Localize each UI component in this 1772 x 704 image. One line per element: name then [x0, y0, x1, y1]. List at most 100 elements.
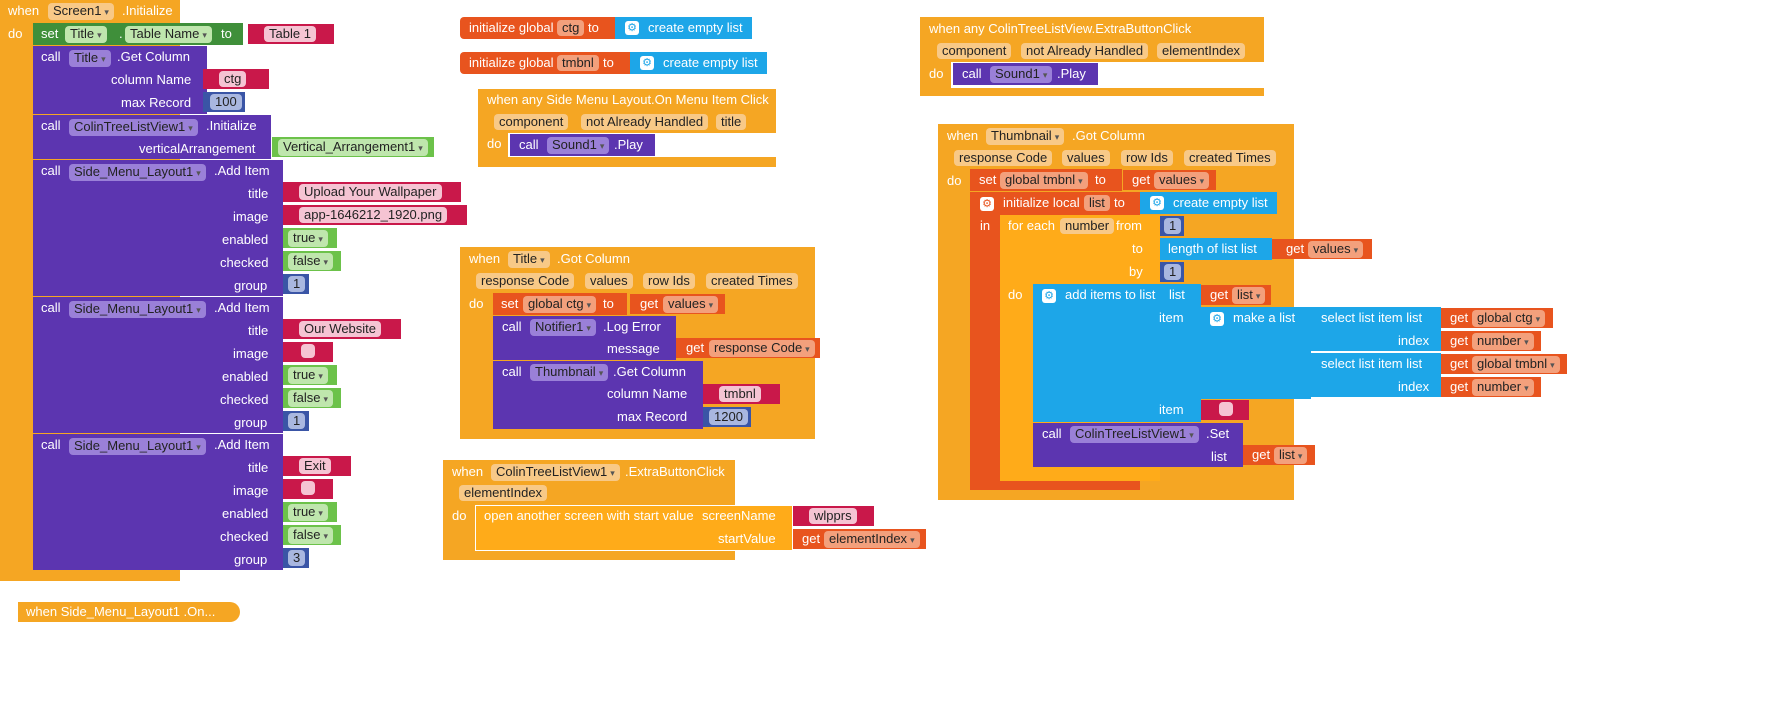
number-value[interactable]: 100	[210, 94, 242, 110]
variable-name[interactable]: tmbnl	[557, 55, 599, 71]
text-value[interactable]: ctg	[219, 71, 247, 87]
logic-dropdown[interactable]: false▾	[288, 390, 333, 407]
item3-title-text[interactable]: Exit	[283, 456, 351, 476]
param-response-code[interactable]: response Code	[954, 150, 1053, 166]
gear-icon[interactable]: ⚙	[980, 197, 994, 211]
number-value[interactable]: 3	[288, 550, 306, 566]
param-values[interactable]: values	[585, 273, 633, 289]
make-a-list[interactable]: ⚙ make a list	[1201, 307, 1311, 399]
list-dropdown[interactable]: list▾	[1274, 447, 1308, 464]
notifier-dropdown[interactable]: Notifier1▾	[530, 319, 596, 336]
init-global-tmbnl[interactable]: initialize global tmbnl to	[460, 52, 630, 74]
item1-enabled-logic[interactable]: true▾	[283, 228, 337, 248]
param-element-index[interactable]: elementIndex	[1157, 43, 1246, 59]
item3-group-number[interactable]: 3	[283, 548, 309, 568]
number-value[interactable]: 1200	[709, 409, 748, 425]
tmbnl-text[interactable]: tmbnl	[703, 384, 780, 404]
response-code-dropdown[interactable]: response Code▾	[709, 340, 815, 357]
variable-name[interactable]: ctg	[557, 20, 585, 36]
item2-title-text[interactable]: Our Website	[283, 319, 401, 339]
set-table-name-block[interactable]: set Title▾ . Table Name▾ to	[33, 23, 243, 45]
logic-dropdown[interactable]: true▾	[288, 230, 328, 247]
create-empty-list-ctg[interactable]: ⚙ create empty list	[615, 17, 752, 39]
get-list[interactable]: get list▾	[1201, 285, 1271, 305]
item2-image-text[interactable]	[283, 342, 333, 362]
param-row-ids[interactable]: row Ids	[1121, 150, 1173, 166]
text-value[interactable]: wlpprs	[809, 508, 857, 524]
list-dropdown[interactable]: list▾	[1232, 287, 1266, 304]
global-ctg-dropdown[interactable]: global ctg▾	[1472, 310, 1546, 327]
item3-checked-logic[interactable]: false▾	[283, 525, 341, 545]
param-created-times[interactable]: created Times	[1184, 150, 1276, 166]
add-item-2-call[interactable]: call Side_Menu_Layout1▾ .Add Item title …	[33, 297, 283, 433]
column-name-text[interactable]: ctg	[203, 69, 269, 89]
add-item-3-call[interactable]: call Side_Menu_Layout1▾ .Add Item title …	[33, 434, 283, 570]
param-component[interactable]: component	[937, 43, 1012, 59]
text-value[interactable]	[1219, 402, 1233, 416]
item1-checked-logic[interactable]: false▾	[283, 251, 341, 271]
number-value[interactable]: 1	[288, 413, 306, 429]
side-menu-dropdown[interactable]: Side_Menu_Layout1▾	[69, 301, 206, 318]
text-value[interactable]: Exit	[299, 458, 331, 474]
number-value[interactable]: 1	[288, 276, 306, 292]
length-of-list[interactable]: length of list list	[1160, 238, 1272, 260]
item1-image-text[interactable]: app-1646212_1920.png	[283, 205, 467, 225]
global-tmbnl-dropdown[interactable]: global tmbnl▾	[1000, 172, 1088, 189]
ctlv-initialize-call[interactable]: call ColinTreeListView1▾ .Initialize ver…	[33, 115, 271, 159]
get-number-2[interactable]: get number▾	[1441, 377, 1541, 397]
get-global-tmbnl[interactable]: get global tmbnl▾	[1441, 354, 1567, 374]
side-menu-dropdown[interactable]: Side_Menu_Layout1▾	[69, 438, 206, 455]
text-value[interactable]: Table 1	[264, 26, 316, 42]
loop-variable[interactable]: number	[1060, 218, 1115, 234]
item1-title-text[interactable]: Upload Your Wallpaper	[283, 182, 461, 202]
max-record-1200[interactable]: 1200	[703, 407, 751, 427]
thumbnail-dropdown[interactable]: Thumbnail▾	[530, 364, 609, 381]
param-not-already-handled[interactable]: not Already Handled	[581, 114, 709, 130]
empty-item-text[interactable]	[1201, 400, 1249, 420]
gear-icon[interactable]: ⚙	[1210, 312, 1224, 326]
text-value[interactable]: tmbnl	[719, 386, 761, 402]
values-dropdown[interactable]: values▾	[1154, 172, 1210, 189]
thumbnail-dropdown[interactable]: Thumbnail▾	[986, 128, 1065, 145]
ctlv-set-call[interactable]: call ColinTreeListView1▾ .Set list	[1033, 423, 1243, 467]
get-global-ctg[interactable]: get global ctg▾	[1441, 308, 1553, 328]
item2-enabled-logic[interactable]: true▾	[283, 365, 337, 385]
number-dropdown[interactable]: number▾	[1472, 379, 1534, 396]
get-number-1[interactable]: get number▾	[1441, 331, 1541, 351]
item3-image-text[interactable]	[283, 479, 333, 499]
param-title[interactable]: title	[716, 114, 747, 130]
get-list-2[interactable]: get list▾	[1243, 445, 1315, 465]
title-component-dropdown[interactable]: Title▾	[65, 26, 107, 43]
param-response-code[interactable]: response Code	[476, 273, 575, 289]
select-list-item-ctg[interactable]: select list item list index	[1311, 307, 1441, 351]
param-element-index[interactable]: elementIndex	[459, 485, 548, 501]
text-value[interactable]: app-1646212_1920.png	[299, 207, 448, 223]
logic-dropdown[interactable]: true▾	[288, 504, 328, 521]
text-value[interactable]	[301, 481, 315, 495]
gear-icon[interactable]: ⚙	[1042, 289, 1056, 303]
text-value[interactable]: Our Website	[299, 321, 382, 337]
global-ctg-dropdown[interactable]: global ctg▾	[523, 296, 597, 313]
side-menu-dropdown[interactable]: Side_Menu_Layout1▾	[69, 164, 206, 181]
param-row-ids[interactable]: row Ids	[643, 273, 695, 289]
add-item-1-call[interactable]: call Side_Menu_Layout1▾ .Add Item title …	[33, 160, 283, 296]
select-list-item-tmbnl[interactable]: select list item list index	[1311, 353, 1441, 397]
item2-group-number[interactable]: 1	[283, 411, 309, 431]
sound1-dropdown[interactable]: Sound1▾	[990, 66, 1053, 83]
vertical-arrangement-block[interactable]: Vertical_Arrangement1▾	[272, 137, 434, 157]
create-empty-list-tmbnl[interactable]: ⚙ create empty list	[630, 52, 767, 74]
sound-play-call-2[interactable]: call Sound1▾ .Play	[953, 63, 1098, 85]
get-response-code[interactable]: get response Code▾	[676, 338, 820, 358]
number-dropdown[interactable]: number▾	[1472, 333, 1534, 350]
property-dropdown[interactable]: Table Name▾	[125, 26, 212, 43]
values-dropdown[interactable]: values▾	[1308, 241, 1364, 258]
open-another-screen-block[interactable]: open another screen with start value scr…	[475, 505, 793, 551]
item2-checked-logic[interactable]: false▾	[283, 388, 341, 408]
item3-enabled-logic[interactable]: true▾	[283, 502, 337, 522]
screen1-dropdown[interactable]: Screen1▾	[48, 3, 114, 20]
title-dropdown[interactable]: Title▾	[508, 251, 550, 268]
get-values[interactable]: get values▾	[630, 294, 725, 314]
sound-play-call[interactable]: call Sound1▾ .Play	[510, 134, 655, 156]
ctlv-dropdown[interactable]: ColinTreeListView1▾	[69, 119, 198, 136]
ctlv1-dropdown[interactable]: ColinTreeListView1▾	[1070, 426, 1199, 443]
